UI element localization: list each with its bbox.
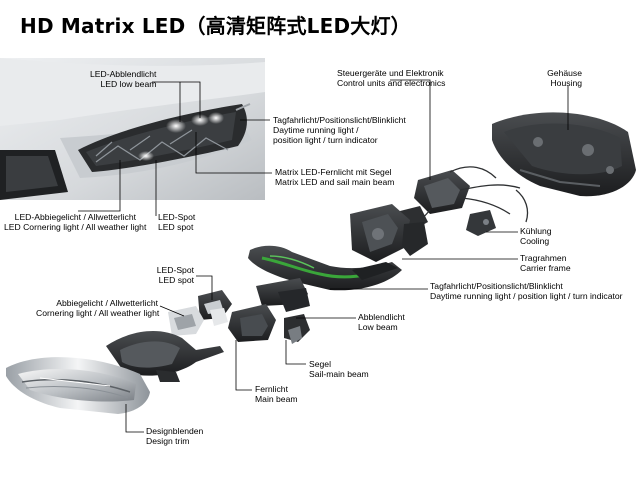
label-cornering-mid: Abbiegelicht / Allwetterlicht Cornering … bbox=[36, 298, 160, 318]
label-led-spot-top: LED-Spot LED spot bbox=[158, 212, 196, 232]
label-low-beam: Abblendlicht Low beam bbox=[358, 312, 405, 332]
label-cooling: Kühlung Cooling bbox=[520, 226, 552, 246]
leader-lines bbox=[78, 79, 569, 433]
bracket-part bbox=[106, 331, 224, 382]
label-design-trim: Designblenden Design trim bbox=[146, 426, 204, 446]
page-title: HD Matrix LED（高清矩阵式LED大灯） bbox=[20, 14, 411, 38]
label-control-units: Steuergeräte und Elektronik Control unit… bbox=[337, 68, 446, 88]
led-spot-module bbox=[168, 306, 228, 336]
label-drl-top: Tagfahrlicht/Positionslicht/Blinklicht D… bbox=[273, 115, 406, 145]
label-main-beam: Fernlicht Main beam bbox=[255, 384, 298, 404]
car-front-inset bbox=[0, 58, 265, 200]
cooling-part bbox=[350, 204, 428, 262]
design-trim-part bbox=[6, 357, 150, 414]
label-carrier-frame: Tragrahmen Carrier frame bbox=[520, 253, 571, 273]
label-drl-mid: Tagfahrlicht/Positionslicht/Blinklicht D… bbox=[430, 281, 623, 301]
label-matrix-sail: Matrix LED-Fernlicht mit Segel Matrix LE… bbox=[275, 167, 395, 187]
label-cornering-top: LED-Abbiegelicht / Allwetterlicht LED Co… bbox=[4, 212, 147, 232]
housing-part bbox=[492, 112, 636, 197]
label-sail: Segel Sail-main beam bbox=[309, 359, 369, 379]
label-led-low-beam: LED-Abblendlicht LED low beam bbox=[90, 69, 157, 89]
label-led-spot-mid: LED-Spot LED spot bbox=[156, 265, 194, 285]
carrier-frame-part bbox=[248, 245, 402, 291]
label-housing: Gehäuse Housing bbox=[547, 68, 582, 88]
